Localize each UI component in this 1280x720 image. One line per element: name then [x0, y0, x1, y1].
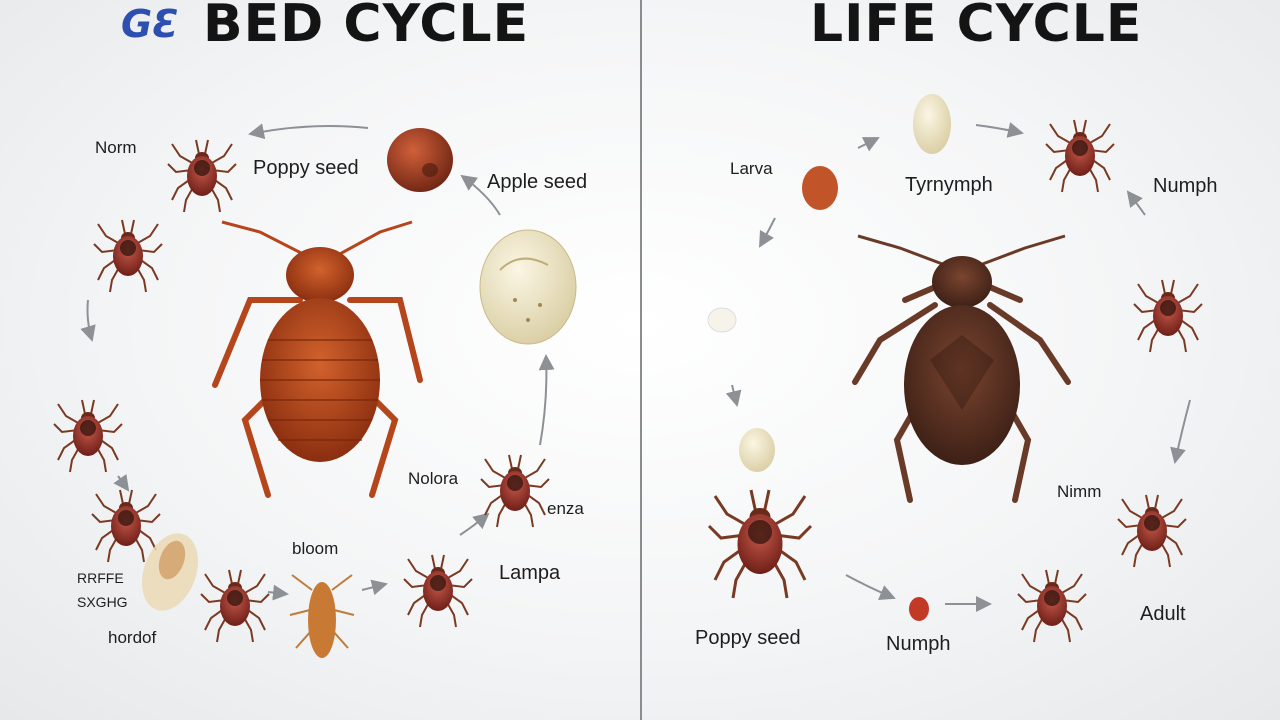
- label-apple-seed: Apple seed: [487, 171, 588, 193]
- seed-egg-icon: [387, 128, 453, 192]
- left-title: BED CYCLE: [203, 0, 530, 54]
- elongated-nymph-icon: [289, 574, 355, 658]
- egg-icon: [802, 166, 838, 210]
- label-enza: enza: [547, 499, 584, 518]
- egg-icon: [739, 428, 775, 472]
- label-small-1: RRFFE: [77, 570, 124, 586]
- label-larva: Larva: [730, 159, 773, 178]
- label-hordof: hordof: [108, 628, 157, 647]
- label-nymph-bottom: Numph: [886, 633, 951, 655]
- label-poppy-seed-right: Poppy seed: [695, 627, 801, 649]
- nymph-tick-icon: [403, 554, 473, 628]
- egg-icon: [913, 94, 951, 154]
- larva-tick-icon: [707, 488, 813, 600]
- adult-tick-icon: [1017, 569, 1087, 643]
- nymph-tick-icon: [167, 139, 237, 213]
- nymph-tick-icon: [480, 454, 550, 528]
- label-small-2: SXGHG: [77, 594, 128, 610]
- label-poppy-seed-left: Poppy seed: [253, 157, 359, 179]
- nymph-tick-icon: [1117, 494, 1187, 568]
- nymph-tick-icon: [200, 569, 270, 643]
- adult-bed-bug-icon: [212, 220, 423, 498]
- label-bloom: bloom: [292, 539, 339, 558]
- nymph-tick-icon: [53, 399, 123, 473]
- label-norm: Norm: [95, 138, 137, 157]
- logo-icon: GƐ: [121, 2, 179, 46]
- nymph-tick-icon: [1045, 119, 1115, 193]
- large-egg-icon: [479, 229, 577, 345]
- egg-icon: [909, 597, 929, 621]
- right-title: LIFE CYCLE: [810, 0, 1143, 54]
- label-adult: Adult: [1140, 603, 1186, 625]
- nymph-tick-icon: [91, 489, 161, 563]
- label-nymph-top: Numph: [1153, 175, 1218, 197]
- molted-skin-icon: [141, 533, 199, 611]
- nymph-tick-icon: [93, 219, 163, 293]
- left-cycle-arrows: [80, 123, 555, 601]
- nymph-tick-icon: [1133, 279, 1203, 353]
- adult-tick-large-icon: [852, 234, 1071, 503]
- label-nimm: Nimm: [1057, 482, 1102, 501]
- label-nolora: Nolora: [408, 469, 459, 488]
- panel-divider: [640, 0, 642, 720]
- label-tyrnymph: Tyrnymph: [905, 174, 993, 196]
- right-cycle-arrows: [725, 122, 1191, 612]
- egg-icon: [707, 307, 737, 333]
- label-lampa: Lampa: [499, 562, 561, 584]
